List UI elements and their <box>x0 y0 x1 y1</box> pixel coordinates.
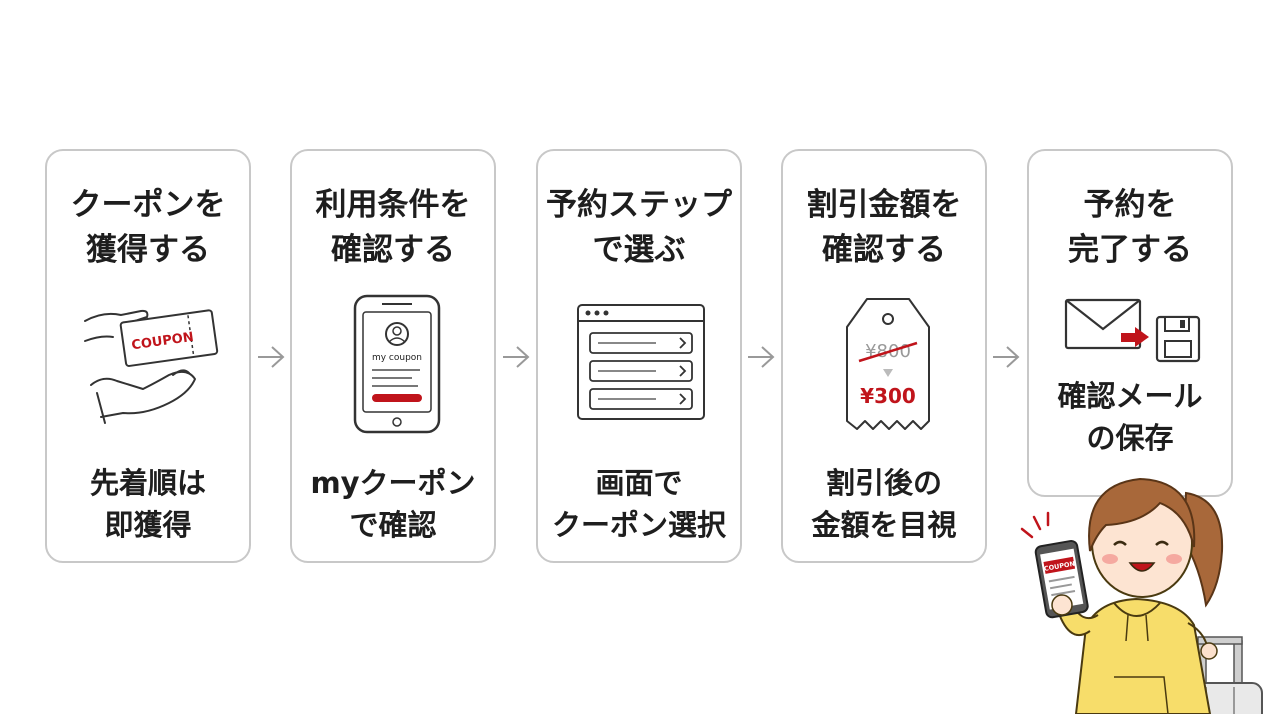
step-caption-line: で確認 <box>349 508 437 542</box>
mail-save-illustration <box>1064 298 1201 363</box>
step-title: 利用条件を 確認する <box>292 183 494 273</box>
arrow-right-icon <box>503 346 530 368</box>
step-title-line: クーポンを <box>70 187 226 223</box>
step-card-complete-booking: 予約を 完了する 確認メール の保存 <box>1027 149 1233 497</box>
price-tag-illustration: ¥800 ¥300 <box>846 298 930 430</box>
step-card-check-conditions: 利用条件を 確認する my coupon myクーポン で確認 <box>290 149 496 563</box>
step-title: 予約ステップ で選ぶ <box>538 183 740 273</box>
step-caption-line: 割引後の <box>825 466 942 500</box>
browser-list-illustration <box>577 304 705 420</box>
step-card-get-coupon: クーポンを 獲得する COUPON 先着順は 即獲得 <box>45 149 251 563</box>
step-title: クーポンを 獲得する <box>47 183 249 273</box>
step-caption-line: 画面で <box>595 466 683 500</box>
step-title-line: 確認する <box>331 232 455 268</box>
step-title-line: 割引金額を <box>806 187 962 223</box>
arrow-right-icon <box>748 346 775 368</box>
step-caption-line: 先着順は <box>89 466 206 500</box>
step-card-check-discount: 割引金額を 確認する ¥800 ¥300 割引後の 金額を目視 <box>781 149 987 563</box>
price-new: ¥300 <box>860 384 916 408</box>
step-caption-line: 確認メール <box>1057 379 1203 413</box>
phone-screen-label: my coupon <box>372 353 422 363</box>
step-title-line: 完了する <box>1068 232 1192 268</box>
step-title-line: 確認する <box>822 232 946 268</box>
step-caption: myクーポン で確認 <box>292 462 494 546</box>
step-caption: 確認メール の保存 <box>1029 375 1231 459</box>
step-caption-line: myクーポン <box>310 466 476 500</box>
step-caption-line: 即獲得 <box>104 508 192 542</box>
step-caption: 画面で クーポン選択 <box>538 462 740 546</box>
step-title-line: 予約ステップ <box>546 187 732 223</box>
traveler-character-illustration: COUPON <box>1020 477 1263 714</box>
step-caption-line: 金額を目視 <box>811 508 957 542</box>
step-caption: 割引後の 金額を目視 <box>783 462 985 546</box>
arrow-right-icon <box>993 346 1020 368</box>
step-caption: 先着順は 即獲得 <box>47 462 249 546</box>
coupon-hand-illustration: COUPON <box>84 309 219 424</box>
step-title-line: で選ぶ <box>592 232 686 268</box>
step-title-line: 予約を <box>1083 187 1177 223</box>
arrow-right-icon <box>258 346 285 368</box>
step-title: 割引金額を 確認する <box>783 183 985 273</box>
step-card-select-in-booking: 予約ステップ で選ぶ 画面で クーポン選択 <box>536 149 742 563</box>
step-caption-line: クーポン選択 <box>551 508 726 542</box>
step-title: 予約を 完了する <box>1029 183 1231 273</box>
step-title-line: 利用条件を <box>315 187 471 223</box>
step-caption-line: の保存 <box>1086 421 1174 455</box>
smartphone-illustration: my coupon <box>353 294 441 434</box>
step-title-line: 獲得する <box>86 232 210 268</box>
